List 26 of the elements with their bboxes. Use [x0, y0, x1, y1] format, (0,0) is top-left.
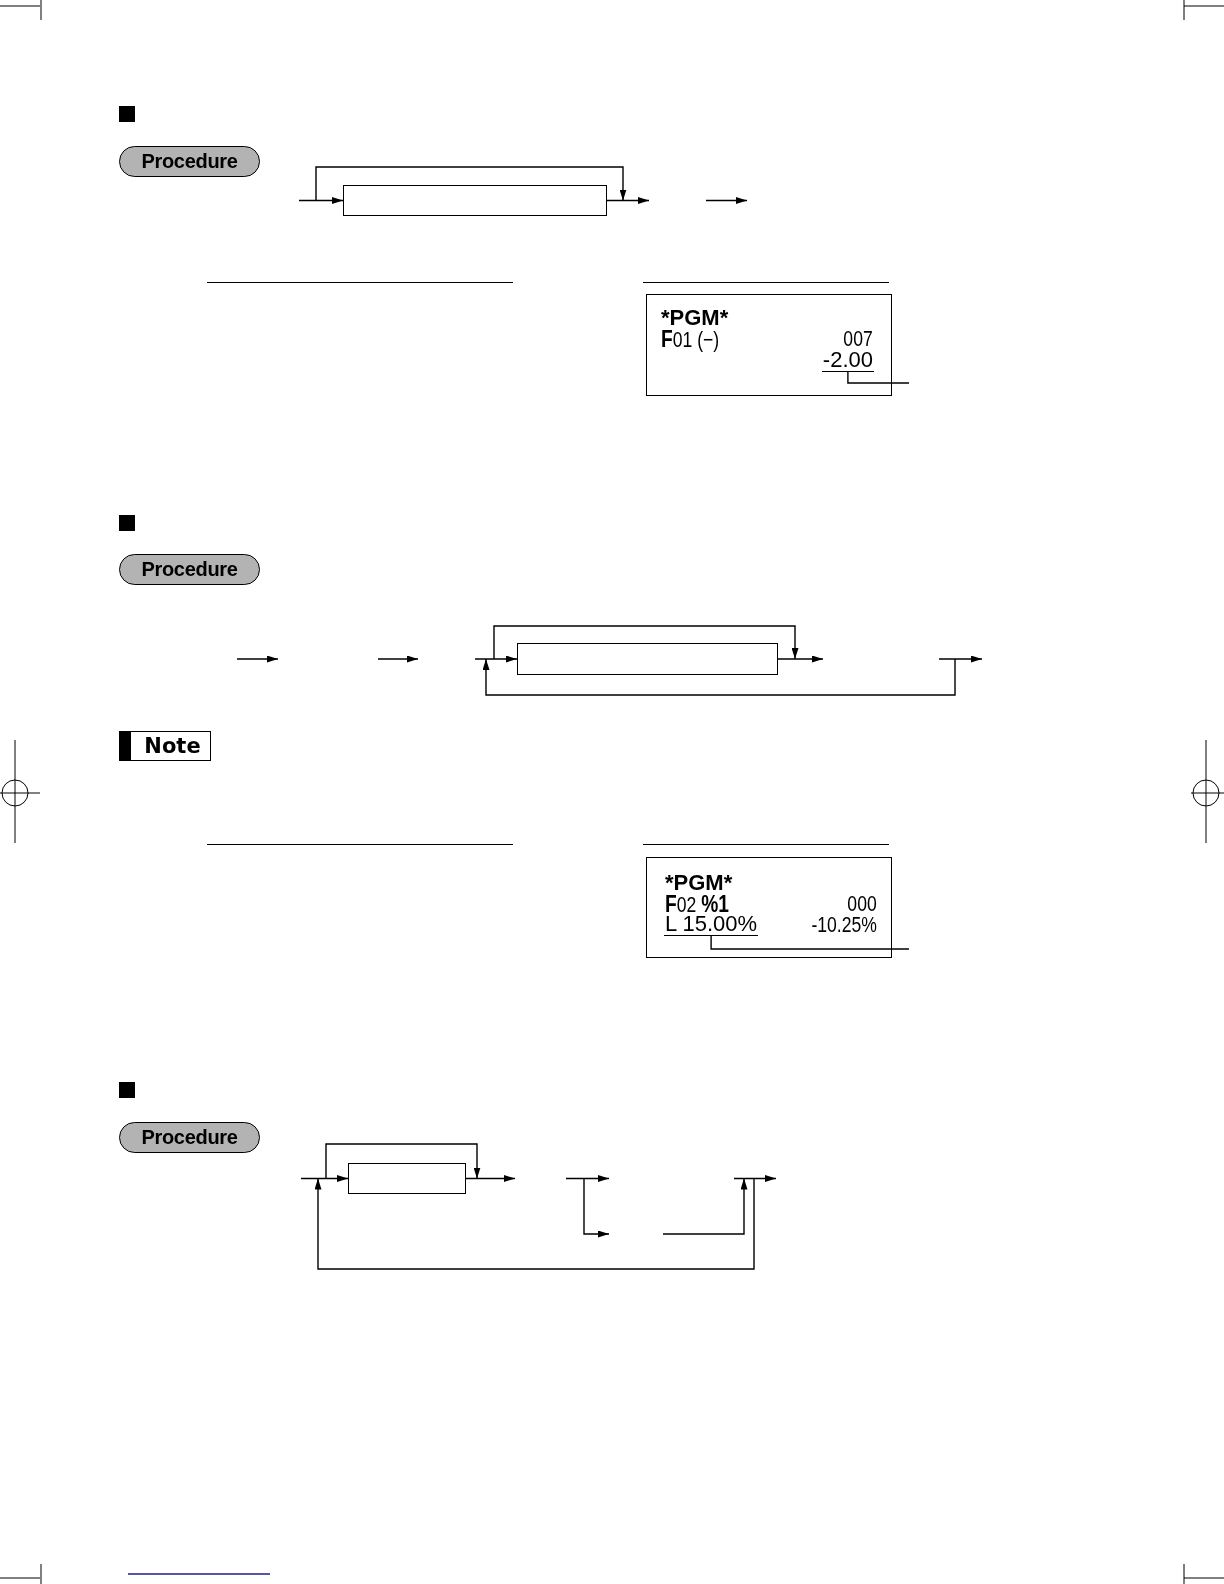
receipt-text: -10.25% — [811, 914, 877, 935]
receipt-text: 000 — [847, 893, 877, 914]
arrow — [606, 197, 650, 204]
receipt-text: F01 (−) — [661, 328, 720, 350]
leader-line — [847, 371, 910, 384]
receipt-heading: *PGM* — [661, 307, 729, 329]
arrow — [300, 1175, 349, 1182]
receipt-text: 007 — [843, 328, 873, 349]
procedure-tag: Procedure — [119, 146, 260, 177]
leader-line — [710, 935, 910, 950]
note-tag: Note — [119, 731, 211, 761]
receipt-value: L 15.00% — [664, 913, 759, 936]
receipt-value: -2.00 — [821, 349, 874, 372]
receipt-heading: *PGM* — [665, 872, 733, 894]
arrow — [298, 197, 344, 204]
arrow — [465, 1175, 516, 1182]
procedure-tag: Procedure — [119, 554, 260, 585]
procedure-tag: Procedure — [119, 1122, 260, 1153]
empty-input-box — [343, 185, 607, 216]
empty-input-box — [517, 643, 778, 675]
arrow — [474, 655, 518, 663]
arrow — [777, 655, 824, 663]
receipt-printout — [646, 857, 892, 958]
receipt-text: F02 %1 — [665, 893, 729, 915]
receipt-printout — [646, 294, 892, 396]
empty-input-box — [348, 1163, 466, 1194]
